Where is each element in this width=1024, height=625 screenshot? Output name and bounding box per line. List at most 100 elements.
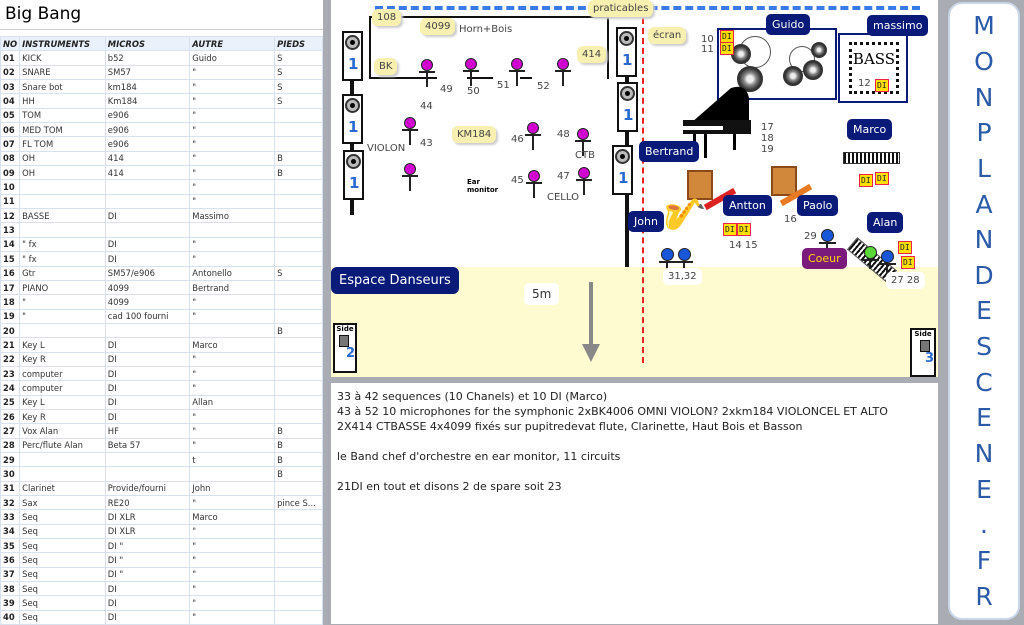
- note-line: 2X414 CTBASSE 4x4099 fixés sur pupitrede…: [337, 420, 803, 433]
- table-cell: MED TOM: [19, 122, 106, 138]
- note-line: [337, 434, 932, 449]
- table-cell: ": [189, 609, 276, 625]
- stage-plot: Horn+Bois 1 1 1 1 1 1 108 4099 BK 414 KM…: [331, 0, 938, 377]
- side-fill-2: Side 2: [333, 323, 357, 373]
- label-52: 52: [537, 81, 550, 92]
- speaker-cable: [350, 75, 354, 215]
- table-row[interactable]: 11": [0, 193, 323, 210]
- table-cell: S: [274, 64, 323, 81]
- table-cell: DI: [104, 365, 191, 382]
- column-header: PIEDS: [274, 35, 323, 52]
- label-violon: VIOLON: [367, 143, 406, 154]
- note-line: le Band chef d'orchestre en ear monitor,…: [337, 450, 621, 463]
- page-title: Big Bang: [0, 0, 323, 30]
- label-43: 43: [420, 138, 433, 149]
- table-cell: [274, 523, 323, 540]
- di-badge: DI: [875, 79, 889, 92]
- brand-letter: .: [980, 510, 988, 540]
- label-12: 12: [858, 78, 871, 89]
- table-cell: [19, 179, 106, 195]
- brand-letter: C: [975, 367, 993, 397]
- table-cell: Provide/fourni: [104, 480, 191, 497]
- table-cell: pince S...: [274, 494, 323, 511]
- table-row[interactable]: 18"4099": [0, 294, 323, 310]
- table-cell: Sax: [19, 494, 106, 511]
- table-cell: [104, 222, 191, 238]
- callout-praticables: praticables: [588, 0, 654, 17]
- table-cell: ": [19, 308, 106, 324]
- table-cell: Key R: [19, 408, 106, 425]
- table-cell: [274, 538, 323, 554]
- table-row[interactable]: 13: [0, 222, 323, 238]
- label-49: 49: [440, 84, 453, 95]
- label-44: 44: [420, 101, 433, 112]
- mic-violon: [402, 163, 418, 191]
- table-row[interactable]: 10": [0, 179, 323, 195]
- speaker-1: 1: [342, 94, 363, 144]
- mic-29: [819, 229, 836, 252]
- table-cell: 40: [0, 609, 21, 625]
- musician-john: John: [628, 211, 664, 232]
- table-cell: [19, 322, 106, 339]
- table-cell: ": [189, 408, 276, 425]
- table-cell: DI: [104, 408, 191, 425]
- table-cell: 16: [0, 265, 21, 281]
- table-cell: ": [189, 136, 276, 152]
- table-cell: 08: [0, 150, 21, 167]
- table-cell: computer: [19, 365, 106, 382]
- mic-45: [526, 170, 542, 198]
- table-cell: 4099: [104, 294, 191, 310]
- table-cell: ": [189, 150, 276, 167]
- table-cell: DI XLR: [104, 509, 191, 525]
- table-cell: OH: [19, 150, 106, 167]
- table-cell: ": [189, 236, 276, 253]
- grand-piano-icon: [683, 86, 751, 158]
- table-cell: FL TOM: [19, 136, 106, 152]
- distance-label: 5m: [524, 283, 560, 305]
- table-cell: 04: [0, 93, 21, 109]
- table-cell: DI: [104, 380, 191, 396]
- table-cell: DI: [104, 236, 191, 253]
- table-cell: ": [189, 107, 276, 124]
- table-row[interactable]: 19"cad 100 fourni": [0, 308, 323, 324]
- label-45: 45: [511, 175, 524, 186]
- table-cell: [104, 193, 191, 210]
